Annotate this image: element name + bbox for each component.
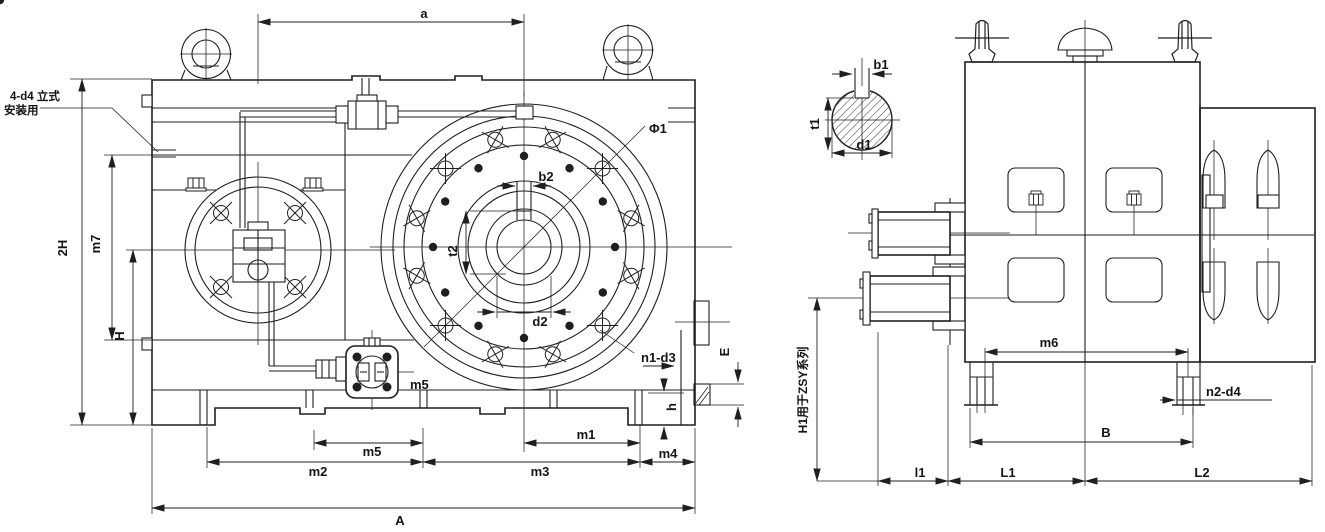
breather-cap-icon: [1057, 20, 1113, 63]
dim-label-l1: l1: [915, 465, 926, 480]
dim-label-phi1: Φ1: [649, 121, 667, 136]
side-feet: [964, 362, 1205, 415]
front-dimensions: a 2H m7 H Φ1 b2 t2 d2 m5 n1-d3 E h: [55, 6, 744, 528]
dim-label-m4: m4: [659, 446, 679, 461]
dim-label-h: h: [664, 403, 679, 411]
mounting-note: 4-d4 立式 安装用: [4, 89, 159, 153]
dim-label-L1: L1: [1000, 465, 1015, 480]
side-shafts: [808, 202, 1010, 331]
dim-label-m7: m7: [88, 235, 103, 254]
mounting-note-line2: 安装用: [4, 103, 39, 117]
dim-label-b2: b2: [538, 169, 553, 184]
oil-piping: [232, 78, 534, 372]
oil-pump: [315, 330, 414, 410]
dim-label-m5-pump: m5: [410, 377, 429, 392]
dim-label-m2: m2: [309, 464, 328, 479]
dim-label-B: B: [1101, 425, 1110, 440]
dim-label-m5: m5: [363, 444, 382, 459]
dim-label-n1-d3: n1-d3: [641, 350, 676, 365]
dim-label-m6: m6: [1040, 335, 1059, 350]
case-bolt-icon: [302, 177, 324, 192]
dim-label-a: a: [420, 6, 428, 21]
dim-label-L2: L2: [1194, 465, 1209, 480]
dim-label-H1-note: H1用于ZSY系列: [795, 347, 810, 434]
dim-label-b1: b1: [873, 57, 888, 72]
dim-label-m3: m3: [531, 464, 550, 479]
dim-label-2H: 2H: [55, 240, 70, 257]
dim-label-A: A: [395, 513, 405, 528]
mounting-note-line1: 4-d4 立式: [10, 89, 60, 103]
eyebolt-icon: [954, 19, 1010, 63]
dim-label-d1: d1: [856, 137, 871, 152]
eyebolt-icon: [1157, 19, 1213, 63]
lifting-lug-icon: [180, 28, 232, 81]
lifting-lug-icon: [602, 24, 654, 81]
side-body: [949, 19, 1315, 486]
dim-label-m1: m1: [577, 427, 596, 442]
side-view: b1 t1 d1: [795, 19, 1316, 486]
case-bolt-icon: [185, 177, 207, 192]
dim-label-n2-d4: n2-d4: [1206, 384, 1241, 399]
housing-outline: [141, 75, 730, 426]
dim-label-t2: t2: [445, 245, 460, 257]
side-dimensions: H1用于ZSY系列 m6 n2-d4 B l1 L1 L2: [795, 297, 1313, 486]
dim-label-d2: d2: [532, 314, 547, 329]
dim-label-E: E: [717, 347, 732, 356]
dim-label-H: H: [112, 331, 127, 340]
shaft-section-detail: b1 t1 d1: [807, 57, 900, 160]
dim-label-t1: t1: [807, 118, 822, 130]
fan-cover-panel: [1199, 107, 1316, 363]
front-view: a 2H m7 H Φ1 b2 t2 d2 m5 n1-d3 E h: [0, 0, 744, 528]
